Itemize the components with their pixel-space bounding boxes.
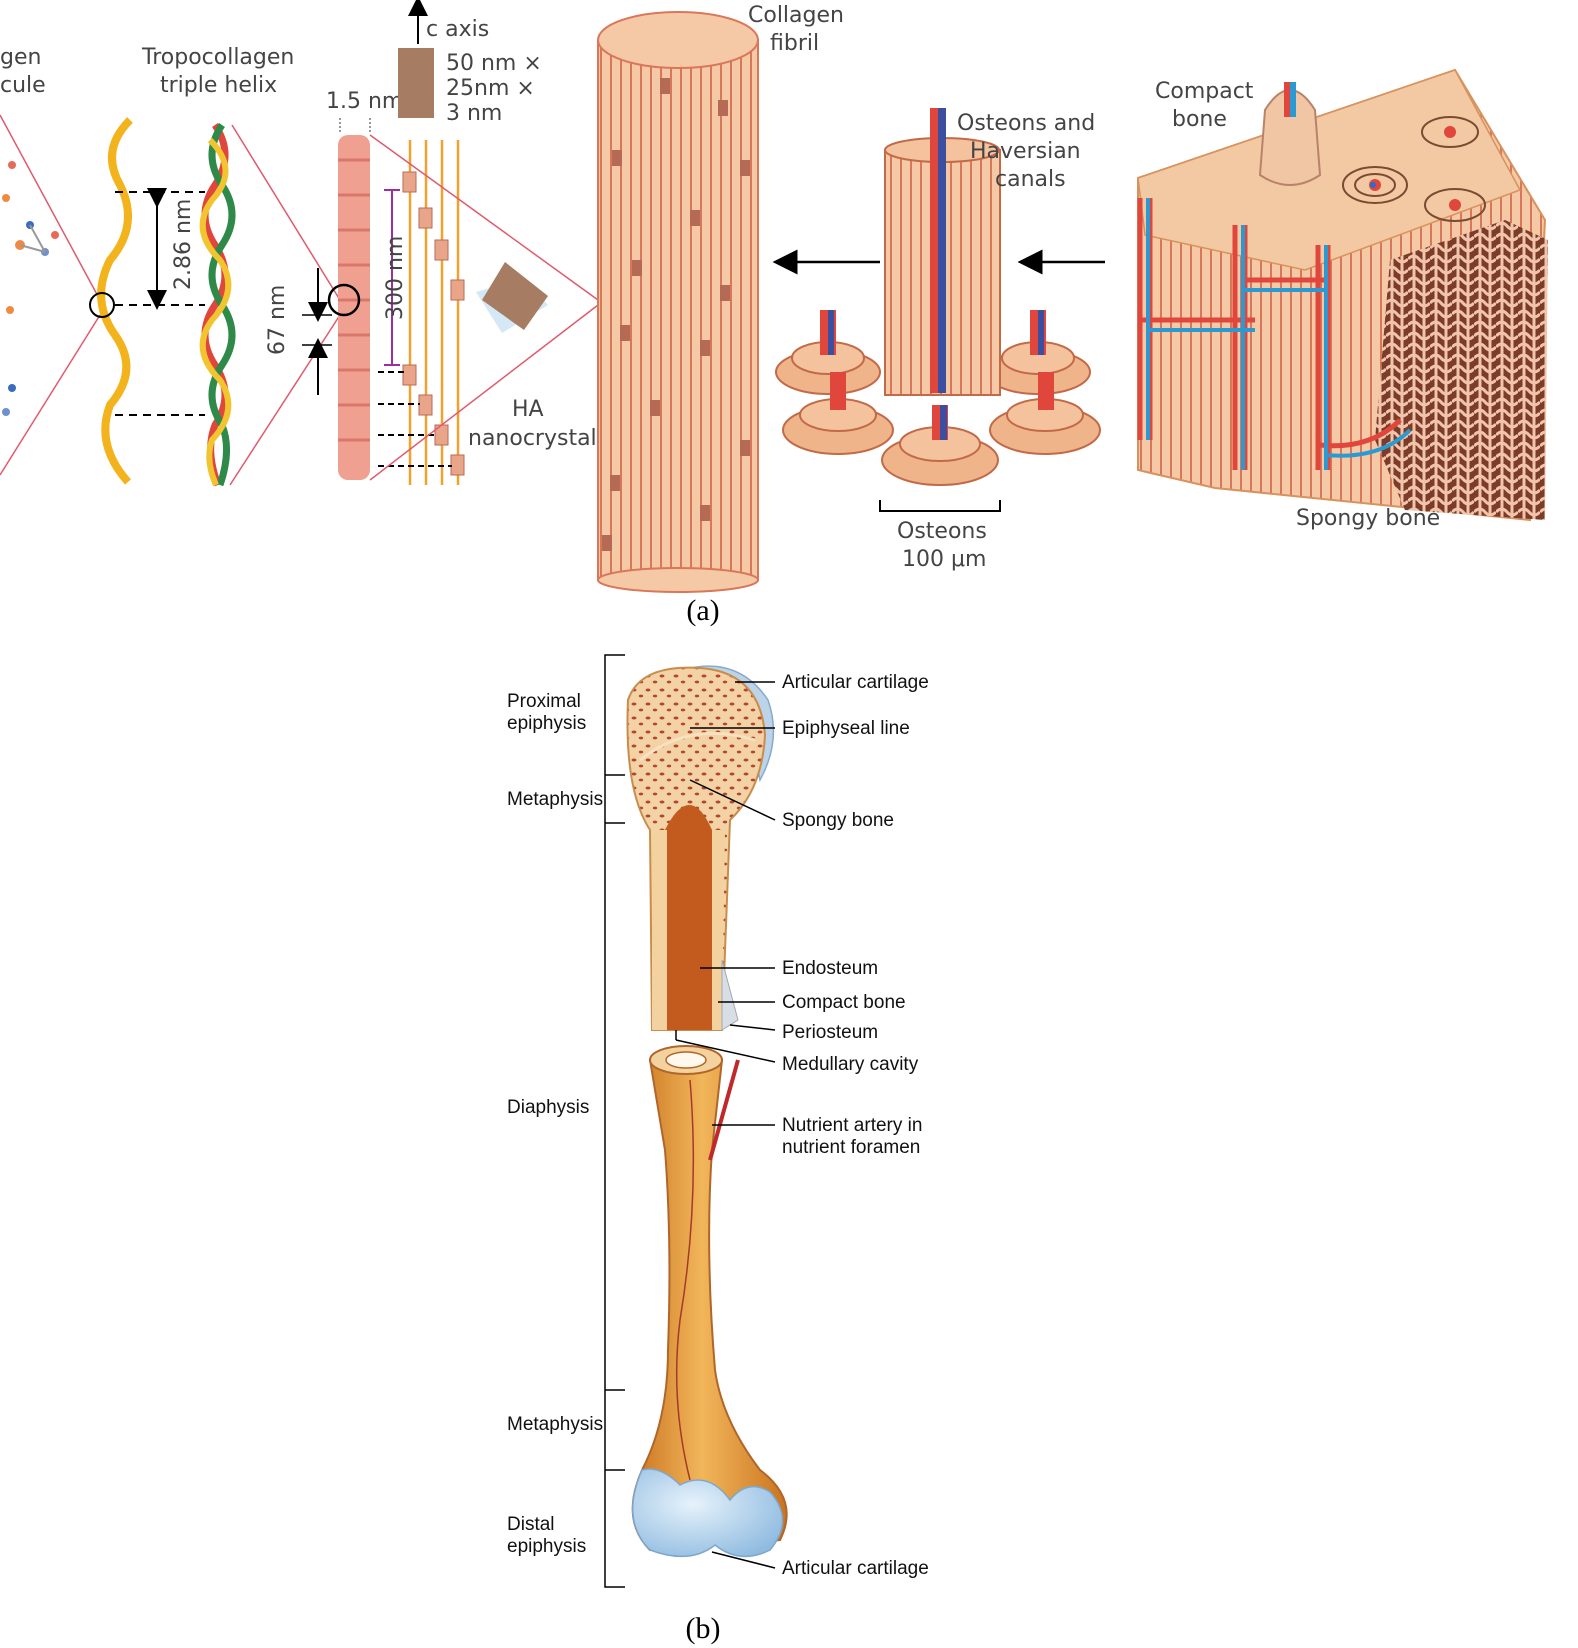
long-bone-illustration [626, 665, 788, 1558]
collagen-molecule-illustration [0, 114, 101, 476]
medullary-cavity-callout: Medullary cavity [782, 1054, 919, 1075]
callout-leaders [675, 681, 776, 1569]
collagen-molecule-label: gen [0, 45, 41, 70]
panel-a: gen cule 2.86 nm Tropocollagen triple he… [0, 0, 1548, 627]
collagen-fibril-label: fibril [770, 31, 819, 56]
ha-crystal-block [398, 48, 434, 118]
osteon-scale-label: Osteons [897, 519, 987, 544]
zoom-circle [89, 292, 115, 318]
mineralized-fibril-detail [378, 140, 465, 485]
compact-bone-callout: Compact bone [782, 992, 906, 1013]
osteons-haversian-label: canals [995, 167, 1066, 192]
helix-spacing-label: 2.86 nm [171, 199, 196, 290]
diaphysis-label: Diaphysis [507, 1097, 589, 1118]
collagen-molecule-label: cule [0, 73, 46, 98]
epiphyseal-line-callout: Epiphyseal line [782, 718, 910, 739]
proximal-epiphysis-label: epiphysis [507, 713, 586, 734]
zoom-circle [327, 283, 361, 317]
ha-label: nanocrystal [468, 426, 597, 451]
metaphysis-label: Metaphysis [507, 1414, 603, 1435]
panel-b-label: (b) [686, 1612, 721, 1645]
collagen-chain [97, 117, 133, 485]
nutrient-artery-callout: nutrient foramen [782, 1137, 920, 1158]
tropocollagen-label: triple helix [160, 73, 277, 98]
c-axis-label: c axis [426, 17, 489, 42]
nutrient-artery-callout: Nutrient artery in [782, 1115, 922, 1136]
panel-b: Proximal epiphysis Metaphysis Diaphysis … [507, 654, 929, 1645]
osteon-scale-bracket [879, 500, 1001, 512]
fibril-diameter-label: 1.5 nm [326, 89, 403, 114]
collagen-fibril-bundle [597, 11, 759, 593]
spongy-bone-label: Spongy bone [1296, 506, 1440, 531]
osteon-illustration [775, 108, 1101, 486]
endosteum-callout: Endosteum [782, 958, 878, 979]
panel-a-label: (a) [686, 594, 719, 627]
crystal-dims-label: 3 nm [446, 101, 502, 126]
spongy-bone-callout: Spongy bone [782, 810, 894, 831]
bone-tissue-block [1137, 68, 1548, 522]
ha-label: HA [512, 397, 544, 422]
microfibril-illustration [338, 135, 370, 480]
region-bracket [604, 654, 625, 1588]
tropocollagen-label: Tropocollagen [141, 45, 294, 70]
gap-period-label: 67 nm [265, 285, 290, 355]
crystal-dims-label: 25nm × [446, 76, 535, 101]
compact-bone-label: bone [1172, 107, 1227, 132]
articular-cartilage-callout: Articular cartilage [782, 672, 929, 693]
distal-epiphysis-label: Distal [507, 1514, 555, 1535]
collagen-fibril-label: Collagen [748, 3, 844, 28]
compact-bone-label: Compact [1155, 79, 1254, 104]
proximal-epiphysis-label: Proximal [507, 691, 581, 712]
triple-helix-illustration [199, 123, 236, 487]
metaphysis-label: Metaphysis [507, 789, 603, 810]
fibril-length-label: 300 nm [383, 236, 408, 320]
ha-nanocrystal-block [482, 262, 548, 330]
osteon-scale-label: 100 μm [902, 547, 986, 572]
articular-cartilage-callout: Articular cartilage [782, 1558, 929, 1579]
osteons-haversian-label: Haversian [970, 139, 1081, 164]
periosteum-callout: Periosteum [782, 1022, 878, 1043]
crystal-dims-label: 50 nm × [446, 51, 542, 76]
osteons-haversian-label: Osteons and [957, 111, 1095, 136]
distal-epiphysis-label: epiphysis [507, 1536, 586, 1557]
